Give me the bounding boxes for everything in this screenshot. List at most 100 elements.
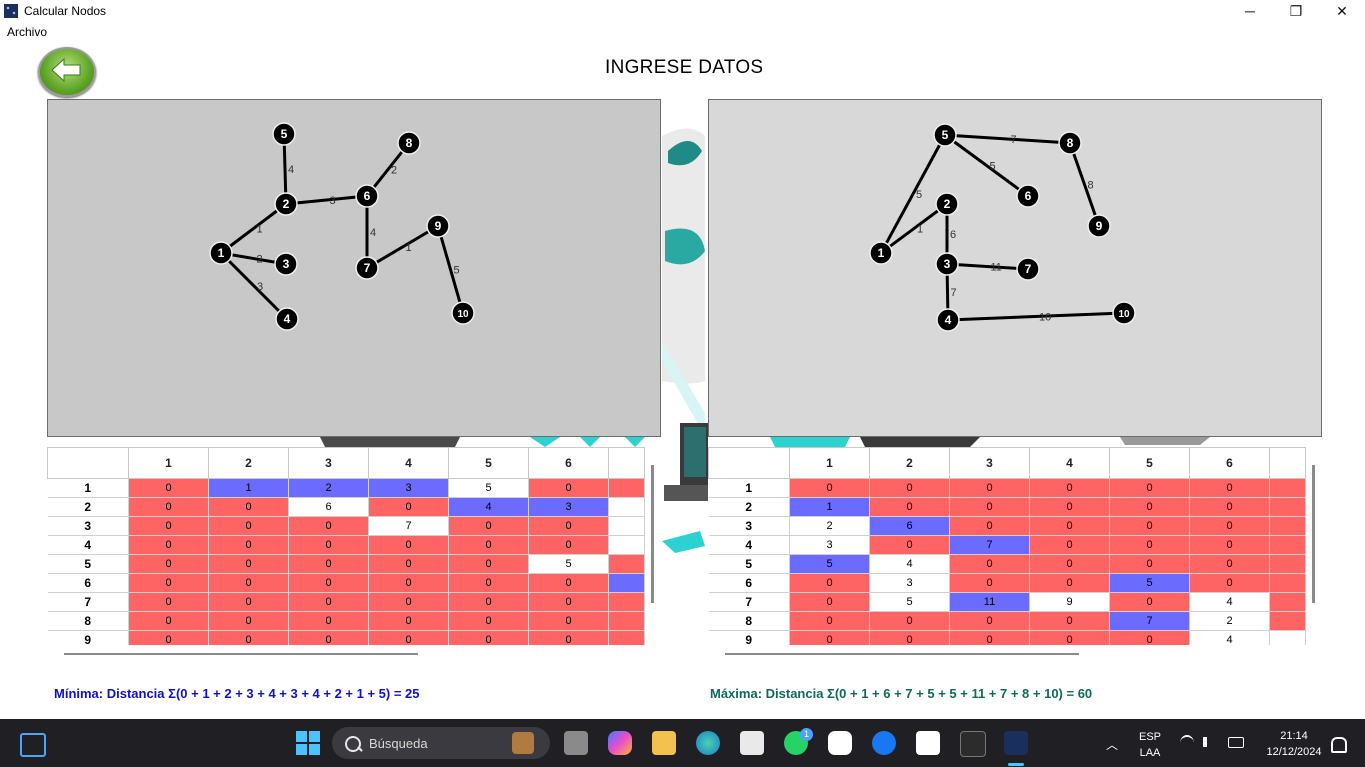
- max-matrix-cell[interactable]: 0: [1109, 592, 1190, 612]
- min-matrix-row-header[interactable]: 4: [47, 535, 129, 555]
- max-node-10[interactable]: [1112, 301, 1136, 325]
- min-matrix-cell[interactable]: 5: [448, 478, 529, 498]
- max-matrix-cell[interactable]: 0: [1189, 516, 1270, 536]
- max-matrix-cell[interactable]: 11: [949, 592, 1030, 612]
- max-matrix-cell[interactable]: 0: [1029, 554, 1110, 574]
- max-matrix-row-header[interactable]: 1: [708, 478, 790, 498]
- max-matrix-cell[interactable]: 0: [1189, 535, 1270, 555]
- copilot-icon[interactable]: [608, 731, 632, 755]
- min-matrix-cell[interactable]: 0: [368, 497, 449, 517]
- max-matrix-cell[interactable]: 0: [789, 611, 870, 631]
- max-matrix-vertical-scrollbar[interactable]: [1312, 465, 1315, 603]
- min-matrix-cell[interactable]: [608, 516, 645, 536]
- max-matrix-cell[interactable]: 2: [789, 516, 870, 536]
- max-node-1[interactable]: [869, 241, 893, 265]
- max-matrix-row-header[interactable]: 5: [708, 554, 790, 574]
- max-matrix-cell[interactable]: 0: [1029, 573, 1110, 593]
- min-matrix-cell[interactable]: 0: [448, 516, 529, 536]
- max-matrix-cell[interactable]: 0: [869, 497, 950, 517]
- max-matrix-row-header[interactable]: 2: [708, 497, 790, 517]
- clock-time[interactable]: 21:14: [1280, 730, 1308, 742]
- max-matrix-cell[interactable]: 6: [869, 516, 950, 536]
- min-matrix-row-header[interactable]: 1: [47, 478, 129, 498]
- max-matrix-cell[interactable]: 0: [1029, 497, 1110, 517]
- max-matrix-cell[interactable]: 0: [869, 611, 950, 631]
- max-matrix-cell[interactable]: 5: [1109, 573, 1190, 593]
- min-matrix-cell[interactable]: 1: [208, 478, 289, 498]
- max-matrix-cell[interactable]: 0: [949, 516, 1030, 536]
- edge-icon[interactable]: [696, 731, 720, 755]
- min-matrix-cell[interactable]: 0: [448, 630, 529, 645]
- min-matrix-cell[interactable]: 0: [208, 573, 289, 593]
- max-matrix-cell[interactable]: 0: [949, 573, 1030, 593]
- min-matrix-row-header[interactable]: 7: [47, 592, 129, 612]
- max-matrix-cell[interactable]: [1269, 535, 1306, 555]
- min-matrix-cell[interactable]: 0: [368, 573, 449, 593]
- min-matrix-cell[interactable]: 0: [528, 573, 609, 593]
- min-node-2[interactable]: [274, 192, 298, 216]
- max-matrix-cell[interactable]: 0: [789, 573, 870, 593]
- max-matrix-cell[interactable]: 0: [1189, 478, 1270, 498]
- max-matrix-cell[interactable]: 0: [869, 535, 950, 555]
- min-matrix-cell[interactable]: [608, 535, 645, 555]
- max-matrix-cell[interactable]: [1269, 497, 1306, 517]
- max-node-2[interactable]: [935, 192, 959, 216]
- clock-date[interactable]: 12/12/2024: [1266, 746, 1322, 758]
- max-matrix-column-header[interactable]: 3: [949, 447, 1030, 479]
- max-matrix-cell[interactable]: 0: [949, 497, 1030, 517]
- min-matrix-cell[interactable]: 0: [368, 630, 449, 645]
- min-matrix-cell[interactable]: [608, 611, 645, 631]
- min-matrix-cell[interactable]: 0: [528, 478, 609, 498]
- max-matrix-cell[interactable]: 0: [1109, 554, 1190, 574]
- min-matrix-cell[interactable]: 0: [288, 630, 369, 645]
- max-matrix-cell[interactable]: 0: [869, 630, 950, 645]
- min-matrix-cell[interactable]: 0: [528, 611, 609, 631]
- min-matrix-cell[interactable]: 0: [368, 554, 449, 574]
- min-matrix-cell[interactable]: [608, 592, 645, 612]
- min-matrix-cell[interactable]: 0: [288, 592, 369, 612]
- wifi-icon[interactable]: [1180, 735, 1194, 751]
- notifications-bell-icon[interactable]: [1331, 737, 1347, 753]
- min-matrix-cell[interactable]: 0: [528, 592, 609, 612]
- min-matrix-cell[interactable]: 0: [528, 535, 609, 555]
- close-button[interactable]: ✕: [1336, 2, 1348, 19]
- max-matrix-cell[interactable]: 0: [1109, 516, 1190, 536]
- min-matrix-cell[interactable]: 0: [448, 535, 529, 555]
- maximize-button[interactable]: ❐: [1289, 2, 1303, 19]
- min-matrix-cell[interactable]: 0: [368, 535, 449, 555]
- max-matrix-cell[interactable]: 4: [869, 554, 950, 574]
- amazon-icon[interactable]: [916, 731, 940, 755]
- max-matrix-cell[interactable]: 0: [789, 592, 870, 612]
- min-matrix-cell[interactable]: 4: [448, 497, 529, 517]
- max-matrix-cell[interactable]: 0: [1189, 554, 1270, 574]
- max-matrix-cell[interactable]: 9: [1029, 592, 1110, 612]
- min-matrix-cell[interactable]: 0: [128, 630, 209, 645]
- facebook-icon[interactable]: [872, 731, 896, 755]
- max-matrix-cell[interactable]: 5: [789, 554, 870, 574]
- max-matrix-cell[interactable]: [1269, 611, 1306, 631]
- max-matrix-cell[interactable]: [1269, 516, 1306, 536]
- min-node-9[interactable]: [426, 214, 450, 238]
- max-matrix-cell[interactable]: 0: [1029, 516, 1110, 536]
- min-matrix-cell[interactable]: 2: [288, 478, 369, 498]
- max-matrix-column-header[interactable]: 5: [1109, 447, 1190, 479]
- min-matrix-row-header[interactable]: 2: [47, 497, 129, 517]
- min-node-4[interactable]: [275, 307, 299, 331]
- min-matrix-cell[interactable]: 0: [128, 516, 209, 536]
- min-node-7[interactable]: [355, 256, 379, 280]
- max-matrix-column-header[interactable]: 2: [869, 447, 950, 479]
- min-matrix-row-header[interactable]: 9: [47, 630, 129, 645]
- max-matrix-cell[interactable]: 0: [1189, 573, 1270, 593]
- min-matrix-cell[interactable]: [608, 497, 645, 517]
- max-matrix-cell[interactable]: 0: [1029, 630, 1110, 645]
- min-matrix-row-header[interactable]: 5: [47, 554, 129, 574]
- max-node-8[interactable]: [1058, 131, 1082, 155]
- max-matrix-horizontal-scrollbar[interactable]: [725, 653, 1079, 655]
- max-matrix-cell[interactable]: 0: [1189, 497, 1270, 517]
- max-matrix-cell[interactable]: 4: [1189, 630, 1270, 645]
- min-matrix-cell[interactable]: 0: [208, 611, 289, 631]
- terminal-icon[interactable]: [960, 731, 986, 757]
- min-matrix-cell[interactable]: 0: [288, 535, 369, 555]
- min-matrix-cell[interactable]: 0: [448, 611, 529, 631]
